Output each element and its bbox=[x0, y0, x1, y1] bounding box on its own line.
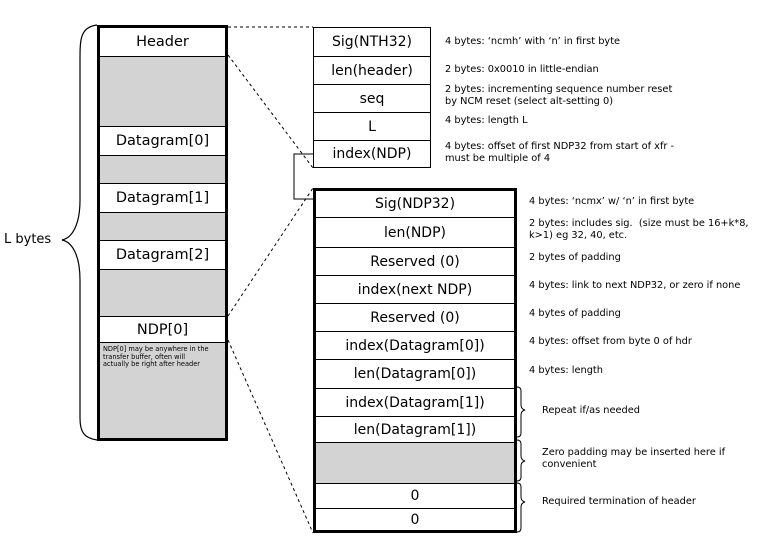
ndp-row-reserved-1: Reserved (0) bbox=[316, 247, 514, 275]
ndp-desc-datagram0-index: 4 bytes: offset from byte 0 of hdr bbox=[529, 336, 692, 347]
repeat-brace bbox=[516, 386, 526, 438]
padding-note: Zero padding may be inserted here if con… bbox=[542, 447, 726, 470]
ndp-desc-reserved-1: 2 bytes of padding bbox=[529, 252, 621, 263]
nth-desc-signature: 4 bytes: ‘ncmh’ with ‘n’ in first byte bbox=[445, 36, 621, 47]
ndp-row-terminator-1: 0 bbox=[316, 483, 514, 508]
datagram-1-block: Datagram[1] bbox=[100, 183, 225, 213]
ndp-row-length: len(NDP) bbox=[316, 217, 514, 247]
l-bytes-label: L bytes bbox=[4, 232, 52, 247]
nth-desc-block-length: 4 bytes: length L bbox=[445, 115, 528, 126]
ndp-to-table-top bbox=[227, 187, 314, 317]
l-bytes-brace bbox=[61, 24, 98, 441]
ndp-row-signature: Sig(NDP32) bbox=[374, 196, 456, 212]
transfer-buffer-stack: Header Datagram[0] Datagram[1] Datagram[… bbox=[97, 25, 228, 441]
ndp32-table: Sig(NDP32) len(NDP) Reserved (0) index(n… bbox=[313, 188, 517, 533]
ndp-desc-next-index: 4 bytes: link to next NDP32, or zero if … bbox=[529, 280, 741, 291]
ndp-row-reserved-2: Reserved (0) bbox=[316, 303, 514, 331]
termination-brace bbox=[516, 482, 526, 533]
datagram-2-block: Datagram[2] bbox=[100, 240, 225, 270]
ndp-to-table-bottom bbox=[227, 339, 314, 534]
nth-desc-sequence: 2 bytes: incrementing sequence number re… bbox=[445, 84, 673, 107]
ndp-row-datagram0-index: index(Datagram[0]) bbox=[316, 331, 514, 359]
nth-row-block-length: L bbox=[314, 112, 430, 140]
nth-desc-length: 2 bytes: 0x0010 in little-endian bbox=[445, 64, 599, 75]
repeat-note: Repeat if/as needed bbox=[542, 405, 641, 416]
ndp0-note: NDP[0] may be anywhere in the transfer b… bbox=[103, 345, 209, 369]
ndp0-block: NDP[0] bbox=[100, 316, 225, 343]
ndp-row-zero-padding bbox=[316, 442, 514, 483]
ndp-desc-signature: 4 bytes: ‘ncmx’ w/ ‘n’ in first byte bbox=[529, 196, 695, 207]
padding-brace bbox=[516, 439, 526, 482]
ndp-row-datagram1-index: index(Datagram[1]) bbox=[316, 388, 514, 416]
datagram-0-block: Datagram[0] bbox=[100, 126, 225, 156]
ndp-row-datagram1-length: len(Datagram[1]) bbox=[316, 416, 514, 442]
termination-note: Required termination of header bbox=[542, 496, 696, 507]
index-ndp-pointer bbox=[293, 153, 313, 200]
nth-row-length: len(header) bbox=[314, 56, 430, 84]
nth-desc-ndp-index: 4 bytes: offset of first NDP32 from star… bbox=[445, 141, 675, 164]
nth-row-sequence: seq bbox=[314, 84, 430, 112]
ndp-row-next-index: index(next NDP) bbox=[316, 275, 514, 303]
nth32-table: Sig(NTH32) len(header) seq L index(NDP) bbox=[313, 27, 431, 168]
header-to-nth-bottom bbox=[227, 54, 314, 169]
header-block: Header bbox=[100, 28, 225, 57]
ndp-row-datagram0-length: len(Datagram[0]) bbox=[316, 359, 514, 388]
ndp-desc-reserved-2: 4 bytes of padding bbox=[529, 308, 621, 319]
ndp-desc-datagram0-length: 4 bytes: length bbox=[529, 365, 603, 376]
ndp-desc-length: 2 bytes: includes sig. (size must be 16+… bbox=[529, 218, 749, 241]
nth-row-signature: Sig(NTH32) bbox=[332, 34, 412, 50]
nth-row-ndp-index: index(NDP) bbox=[314, 140, 430, 167]
ndp-row-terminator-2: 0 bbox=[316, 508, 514, 530]
